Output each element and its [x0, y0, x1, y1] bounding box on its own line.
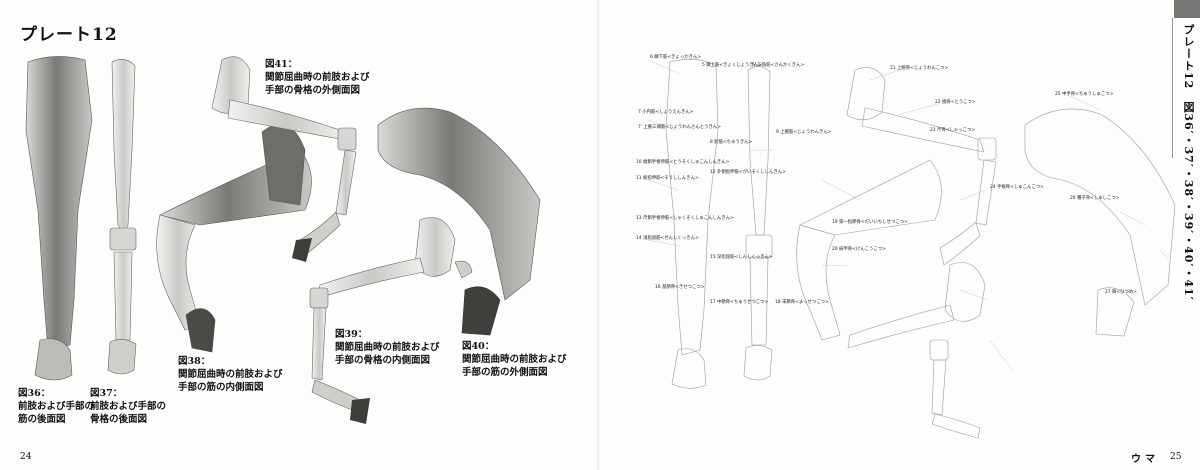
fig39-illustration [309, 217, 473, 424]
label-15: 17 中節骨<ちゅうせつこつ> [710, 300, 769, 305]
anatomy-line-diagrams-right [647, 58, 1176, 439]
label-19: 21 上腕骨<じょうわんこつ> [890, 66, 949, 71]
page-number-right: 25 [1170, 452, 1182, 462]
left-page: プレート12 [18, 25, 567, 462]
caption-fig37: 図37： 前肢および手部の 骨格の後面図 [90, 388, 167, 425]
vertical-plate-title: プレート12 図36′・37′・38′・39′・40′・41′ [1182, 24, 1195, 301]
running-head: ウマ [1131, 454, 1159, 465]
label-8: 10 橈側手根伸筋<とうそくしゅこんしんきん> [636, 160, 730, 165]
caption-fig36: 図36： 前肢および手部の 筋の後面図 [18, 388, 95, 425]
label-16: 18 末節骨<まっせつこつ> [775, 300, 829, 305]
label-14: 16 基節骨<きせつこつ> [655, 285, 705, 290]
label-20: 22 橈骨<とうこつ> [935, 100, 976, 105]
label-12: 14 浅指屈筋<せんしくっきん> [636, 236, 699, 241]
fig37-illustration [107, 58, 137, 375]
label-17: 19 第一指節骨<だいいちしせつこつ> [832, 220, 908, 225]
plate-title: プレート12 [20, 25, 118, 45]
right-page: 6 棘下筋<きょっかきん> 5 棘上筋<きょくじょうきん> 5' 三角筋<さんか… [600, 0, 1200, 470]
label-9: 11 総指伸筋<そうししんきん> [636, 176, 699, 181]
thumb-index-tab [1174, 0, 1200, 18]
label-23: 25 中手骨<ちゅうしゅこつ> [1055, 92, 1114, 97]
caption-fig40: 図40： 関節屈曲時の前肢および 手部の筋の外側面図 [462, 341, 567, 378]
fig41-illustration [211, 56, 357, 262]
label-22: 24 手根骨<しゅこんこつ> [990, 185, 1044, 190]
label-11: 13 尺側手根伸筋<しゃくそくしゅこんしんきん> [636, 216, 734, 221]
label-25: 27 蹄<ひづめ> [1105, 290, 1137, 295]
fig38-illustration [156, 123, 312, 353]
label-3: 5' 三角筋<さんかくきん> [752, 63, 805, 68]
caption-fig38: 図38： 関節屈曲時の前肢および 手部の筋の内側面図 [178, 356, 283, 393]
fig36-illustration [25, 56, 93, 381]
label-6: 8 肘筋<ちゅうきん> [710, 140, 753, 145]
caption-fig39: 図39： 関節屈曲時の前肢および 手部の骨格の内側面図 [335, 329, 440, 366]
tab-rule [1172, 18, 1173, 158]
label-2: 5 棘上筋<きょくじょうきん> [702, 63, 762, 68]
label-24: 26 種子骨<しゅしこつ> [1070, 196, 1120, 201]
label-4: 7 小円筋<しょうえんきん> [638, 110, 694, 115]
label-1: 6 棘下筋<きょっかきん> [650, 55, 702, 60]
page-number-left: 24 [20, 452, 32, 462]
label-10: 12 外側指伸筋<がいそくししんきん> [710, 170, 786, 175]
label-7: 9 上腕筋<じょうわんきん> [776, 130, 832, 135]
label-5: 7' 上腕三頭筋<じょうわんさんとうきん> [638, 125, 722, 130]
fig40-illustration [377, 107, 541, 336]
label-13: 15 深指屈筋<しんしくっきん> [710, 255, 773, 260]
anatomy-illustrations-left [25, 56, 541, 424]
label-18: 20 肩甲骨<けんこうこつ> [832, 247, 886, 252]
label-21: 23 尺骨<しゃっこつ> [930, 128, 976, 133]
caption-fig41: 図41： 関節屈曲時の前肢および 手部の骨格の外側面図 [265, 59, 370, 96]
